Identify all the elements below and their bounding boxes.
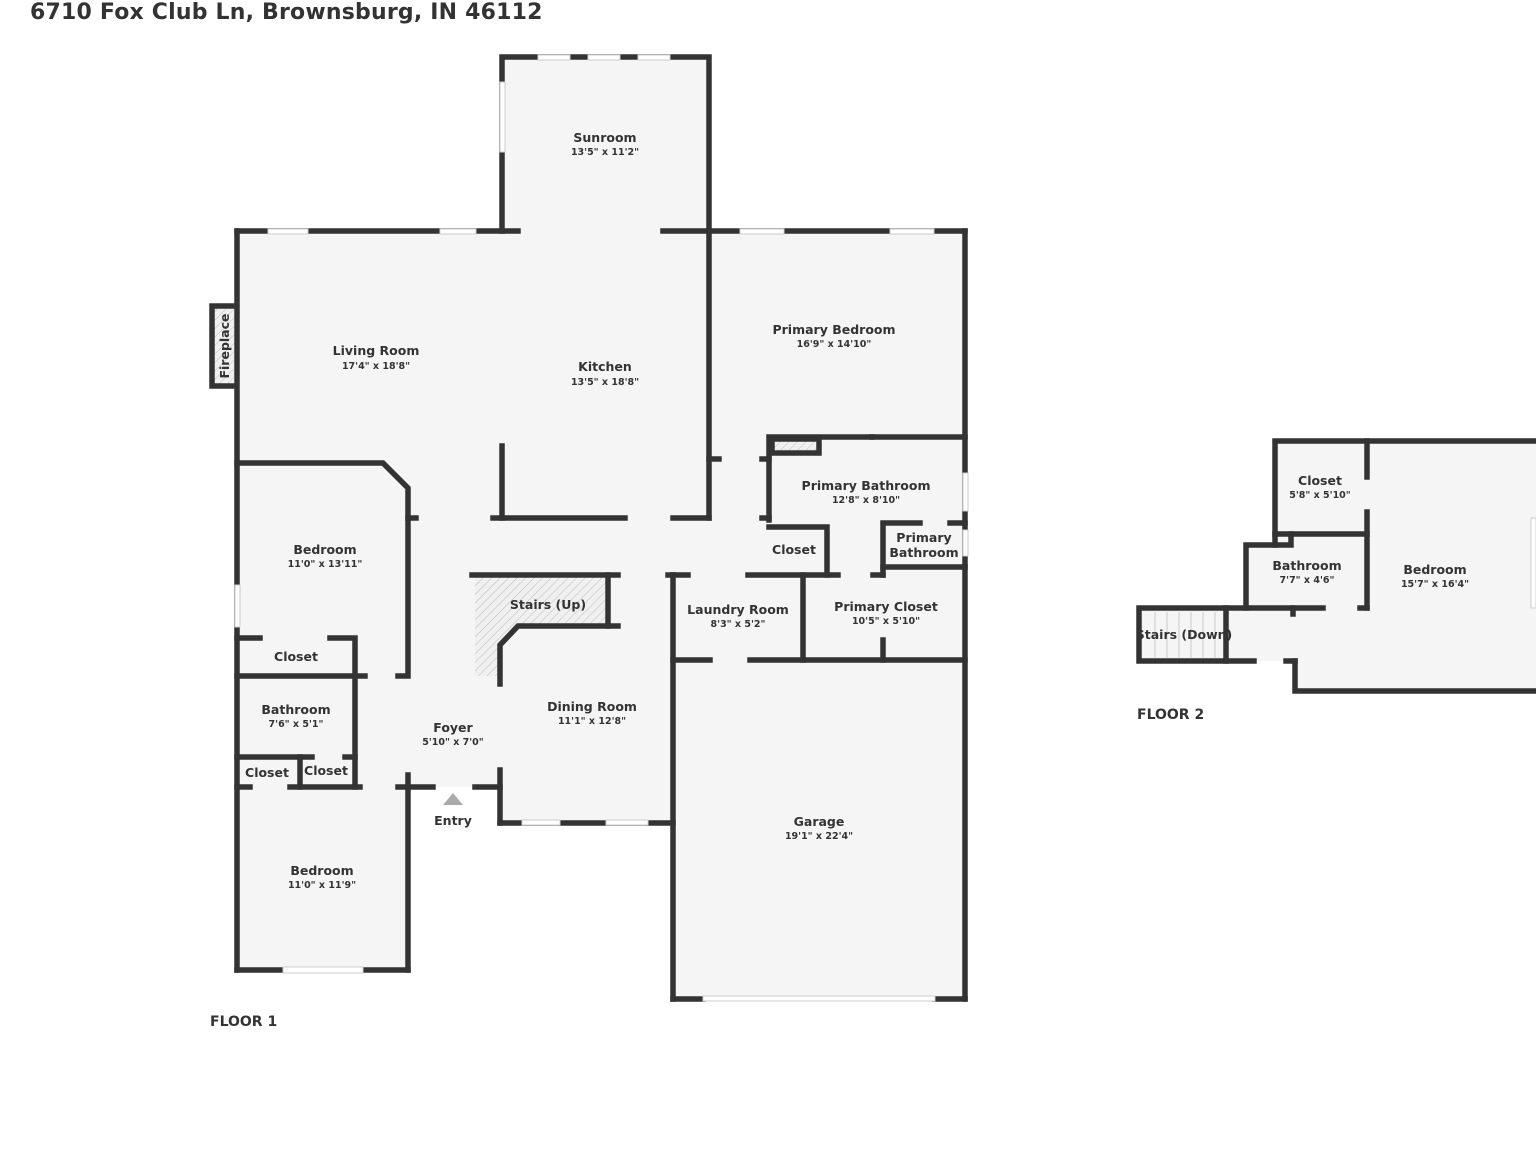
room-dims-sunroom: 13'5" x 11'2" bbox=[571, 147, 639, 158]
room-name-living-room: Living Room bbox=[333, 343, 420, 358]
room-dims-bedroom-f2: 15'7" x 16'4" bbox=[1401, 579, 1469, 590]
room-name-primary-bathroom-2b: Bathroom bbox=[889, 545, 958, 560]
entry-label: Entry bbox=[434, 813, 472, 828]
room-name-closet: Closet bbox=[772, 542, 816, 557]
floor-1-label: FLOOR 1 bbox=[210, 1014, 277, 1030]
room-dims-dining-room: 11'1" x 12'8" bbox=[558, 716, 626, 727]
room-name-primary-bedroom: Primary Bedroom bbox=[772, 322, 895, 337]
room-dims-laundry-room: 8'3" x 5'2" bbox=[711, 619, 766, 630]
room-name-bedroom: Bedroom bbox=[293, 542, 356, 557]
windows bbox=[234, 54, 969, 1002]
room-name-sunroom: Sunroom bbox=[573, 130, 636, 145]
room-name-bathroom-f2: Bathroom bbox=[1272, 558, 1341, 573]
room-dims-bathroom: 7'6" x 5'1" bbox=[269, 719, 324, 730]
window bbox=[1530, 517, 1536, 609]
room-dims-garage: 19'1" x 22'4" bbox=[785, 831, 853, 842]
room-name-foyer: Foyer bbox=[433, 720, 473, 735]
room-dims-closet-f2: 5'8" x 5'10" bbox=[1289, 490, 1351, 501]
room-dims-kitchen: 13'5" x 18'8" bbox=[571, 377, 639, 388]
entry-arrow-icon bbox=[443, 793, 463, 805]
floor-1-area bbox=[237, 57, 965, 999]
floor-2-walls bbox=[1136, 438, 1536, 694]
room-dims-primary-bathroom: 12'8" x 8'10" bbox=[832, 495, 900, 506]
room-name-stairs-up: Stairs (Up) bbox=[510, 597, 586, 612]
room-name-closet-3: Closet bbox=[245, 765, 289, 780]
room-name-laundry-room: Laundry Room bbox=[687, 602, 789, 617]
fireplace-hatch bbox=[212, 306, 234, 386]
room-name-primary-bathroom: Primary Bathroom bbox=[802, 478, 931, 493]
room-dims-bedroom-2: 11'0" x 11'9" bbox=[288, 880, 356, 891]
primary-bath-hatch bbox=[772, 439, 816, 451]
room-name-closet-2: Closet bbox=[274, 649, 318, 664]
room-dims-living-room: 17'4" x 18'8" bbox=[342, 361, 410, 372]
room-name-primary-closet: Primary Closet bbox=[834, 599, 938, 614]
room-dims-bathroom-f2: 7'7" x 4'6" bbox=[1280, 575, 1335, 586]
room-name-bathroom: Bathroom bbox=[261, 702, 330, 717]
room-dims-primary-bedroom: 16'9" x 14'10" bbox=[797, 339, 872, 350]
room-name-closet-4: Closet bbox=[304, 763, 348, 778]
room-dims-foyer: 5'10" x 7'0" bbox=[422, 737, 484, 748]
room-name-dining-room: Dining Room bbox=[547, 699, 637, 714]
room-name-garage: Garage bbox=[794, 814, 845, 829]
room-name-kitchen: Kitchen bbox=[578, 359, 632, 374]
room-name-closet-f2: Closet bbox=[1298, 473, 1342, 488]
floor-2-plan: Closet 5'8" x 5'10" Bathroom 7'7" x 4'6"… bbox=[1136, 438, 1536, 723]
room-name-stairs-down: Stairs (Down) bbox=[1136, 627, 1233, 642]
floor-2-room-labels: Closet 5'8" x 5'10" Bathroom 7'7" x 4'6"… bbox=[1136, 473, 1469, 642]
room-name-bedroom-2: Bedroom bbox=[290, 863, 353, 878]
fireplace-label: Fireplace bbox=[217, 313, 232, 378]
property-address-title: 6710 Fox Club Ln, Brownsburg, IN 46112 bbox=[30, 0, 543, 25]
room-dims-primary-closet: 10'5" x 5'10" bbox=[852, 616, 920, 627]
room-dims-bedroom: 11'0" x 13'11" bbox=[288, 559, 363, 570]
room-name-bedroom-f2: Bedroom bbox=[1403, 562, 1466, 577]
floor-1-plan: Entry Fireplace Sunroom 13'5" x 11'2" Li… bbox=[209, 54, 969, 1030]
floor-2-area bbox=[1139, 441, 1536, 691]
room-name-primary-bathroom-2: Primary bbox=[896, 530, 951, 545]
floor-2-label: FLOOR 2 bbox=[1137, 707, 1204, 723]
room-labels: Sunroom 13'5" x 11'2" Living Room 17'4" … bbox=[245, 130, 959, 891]
stairs-down-treads bbox=[1154, 612, 1216, 658]
